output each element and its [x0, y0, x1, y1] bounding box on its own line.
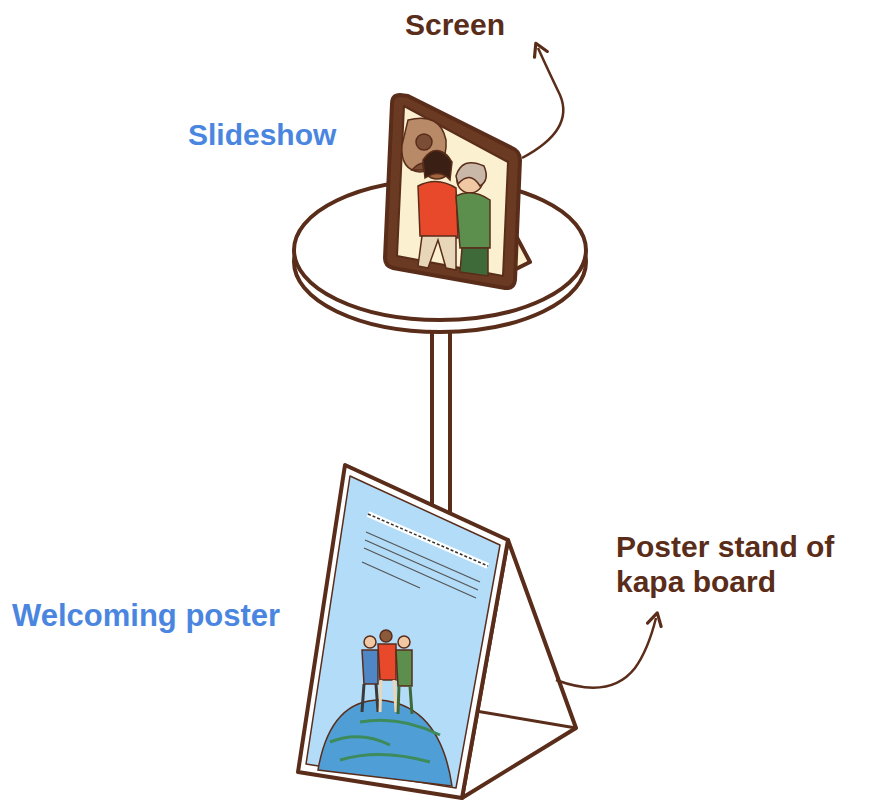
- screen-frame: [385, 95, 520, 288]
- welcoming-poster-sheet: [306, 476, 500, 788]
- leader-arrow: [556, 618, 656, 688]
- part-label: Welcoming poster: [12, 598, 312, 634]
- poster-panel: [298, 465, 508, 798]
- part-label: Slideshow: [188, 118, 388, 153]
- leader-arrow: [522, 48, 563, 158]
- screen-display: [397, 106, 508, 276]
- part-label: Screen: [405, 8, 565, 43]
- table-pole: [432, 320, 450, 520]
- part-label: Poster stand of kapa board: [616, 530, 878, 599]
